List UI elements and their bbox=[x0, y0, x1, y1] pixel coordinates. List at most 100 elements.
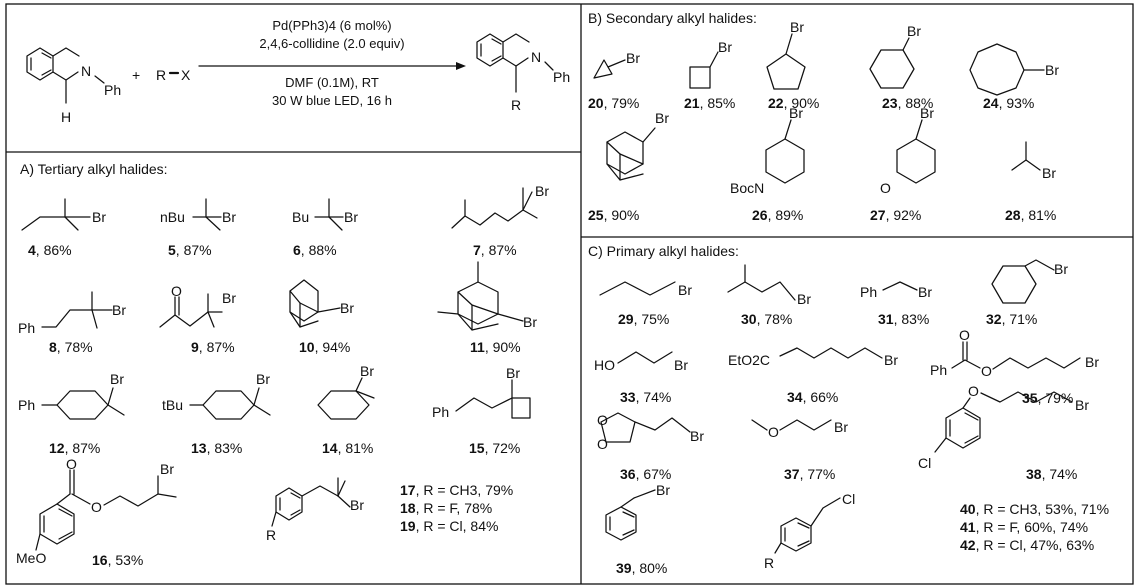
s29-br: Br bbox=[678, 282, 692, 298]
s32-br: Br bbox=[1054, 261, 1068, 277]
s15-ph: Ph bbox=[432, 404, 449, 420]
s6-bu: Bu bbox=[292, 209, 309, 225]
s35-br: Br bbox=[1085, 354, 1099, 370]
reagent-r: R bbox=[156, 67, 166, 83]
compound-label-6: 6, 88% bbox=[293, 242, 337, 258]
s36-o1: O bbox=[597, 412, 608, 428]
s17-r: R bbox=[266, 527, 276, 543]
compound-label-33: 33, 74% bbox=[620, 389, 671, 405]
product-structure: N Ph R bbox=[476, 33, 570, 113]
compound-label-15: 15, 72% bbox=[469, 440, 520, 456]
compound-label-4: 4, 86% bbox=[28, 242, 72, 258]
s22-br: Br bbox=[790, 19, 804, 35]
compound-label-5: 5, 87% bbox=[168, 242, 212, 258]
s23-br: Br bbox=[907, 23, 921, 39]
condition-solvent: DMF (0.1M), RT bbox=[285, 75, 379, 90]
compound-label-9: 9, 87% bbox=[191, 339, 235, 355]
product-atom-ph: Ph bbox=[553, 69, 570, 85]
s16-meo: MeO bbox=[16, 550, 46, 566]
s31-br: Br bbox=[918, 284, 932, 300]
product-atom-n: N bbox=[531, 49, 541, 65]
s38-cl: Cl bbox=[918, 455, 931, 471]
atom-h: H bbox=[61, 109, 71, 125]
s12-ph: Ph bbox=[18, 397, 35, 413]
condition-base: 2,4,6-collidine (2.0 equiv) bbox=[259, 36, 404, 51]
s36-o2: O bbox=[597, 436, 608, 452]
s21-br: Br bbox=[718, 39, 732, 55]
compound-label-34: 34, 66% bbox=[787, 389, 838, 405]
compound-label-16: 16, 53% bbox=[92, 552, 143, 568]
s25-br: Br bbox=[655, 110, 669, 126]
s8-br: Br bbox=[112, 302, 126, 318]
compound-label-39: 39, 80% bbox=[616, 560, 667, 576]
compound-label-14: 14, 81% bbox=[322, 440, 373, 456]
compound-label-31: 31, 83% bbox=[878, 311, 929, 327]
compound-label-21: 21, 85% bbox=[684, 95, 735, 111]
s37-br: Br bbox=[834, 419, 848, 435]
product-atom-r: R bbox=[511, 97, 521, 113]
s5-nbu: nBu bbox=[160, 209, 185, 225]
s9-o: O bbox=[171, 283, 182, 299]
compound-label-41: 41, R = F, 60%, 74% bbox=[960, 519, 1088, 535]
primary-structures: Br Br Ph Br Br HO Br EtO2C Br Ph O O Br … bbox=[594, 259, 1099, 571]
compound-label-30: 30, 78% bbox=[741, 311, 792, 327]
compound-label-26: 26, 89% bbox=[752, 207, 803, 223]
tertiary-structures: Br nBu Br Bu Br Br Ph Br O Br bbox=[16, 183, 549, 566]
compound-label-23: 23, 88% bbox=[882, 95, 933, 111]
compound-label-11: 11, 90% bbox=[470, 339, 521, 355]
compound-label-17: 17, R = CH3, 79% bbox=[400, 482, 513, 498]
s8-ph: Ph bbox=[18, 320, 35, 336]
s27-o: O bbox=[880, 180, 891, 196]
compound-label-22: 22, 90% bbox=[768, 95, 819, 111]
compound-label-18: 18, R = F, 78% bbox=[400, 500, 492, 516]
s31-ph: Ph bbox=[860, 284, 877, 300]
compound-label-37: 37, 77% bbox=[784, 466, 835, 482]
compound-label-36: 36, 67% bbox=[620, 466, 671, 482]
s6-br: Br bbox=[344, 209, 358, 225]
s12-br: Br bbox=[110, 371, 124, 387]
compound-label-29: 29, 75% bbox=[618, 311, 669, 327]
s26-br: Br bbox=[789, 105, 803, 121]
s9-br: Br bbox=[222, 290, 236, 306]
compound-label-13: 13, 83% bbox=[191, 440, 242, 456]
compound-label-28: 28, 81% bbox=[1005, 207, 1056, 223]
compound-label-7: 7, 87% bbox=[473, 242, 517, 258]
s10-br: Br bbox=[340, 300, 354, 316]
section-secondary-title: B) Secondary alkyl halides: bbox=[588, 10, 757, 26]
plus-sign: + bbox=[132, 67, 140, 83]
section-tertiary-title: A) Tertiary alkyl halides: bbox=[20, 161, 168, 177]
starting-material-structure: N Ph H bbox=[26, 47, 121, 125]
s13-tbu: tBu bbox=[162, 397, 183, 413]
compound-label-12: 12, 87% bbox=[49, 440, 100, 456]
s13-br: Br bbox=[256, 371, 270, 387]
s34-eto2c: EtO2C bbox=[728, 352, 770, 368]
s24-br: Br bbox=[1045, 62, 1059, 78]
s26-bocn: BocN bbox=[730, 180, 764, 196]
compound-label-10: 10, 94% bbox=[299, 339, 350, 355]
s35-o2: O bbox=[981, 363, 992, 379]
secondary-structures: Br Br Br Br Br Br Br BocN Br O bbox=[593, 19, 1059, 196]
atom-n: N bbox=[81, 63, 91, 79]
compound-label-8: 8, 78% bbox=[49, 339, 93, 355]
s37-o: O bbox=[768, 424, 779, 440]
s17-br: Br bbox=[350, 497, 364, 513]
s14-br: Br bbox=[360, 363, 374, 379]
compound-label-35: 35, 79% bbox=[1022, 390, 1073, 406]
s33-br: Br bbox=[674, 357, 688, 373]
compound-label-38: 38, 74% bbox=[1026, 466, 1077, 482]
compound-labels: 4, 86% 5, 87% 6, 88% 7, 87% 8, 78% 9, 87% 10, … bbox=[28, 95, 1109, 576]
s33-ho: HO bbox=[594, 357, 615, 373]
outer-frame bbox=[5, 3, 1134, 585]
compound-label-40: 40, R = CH3, 53%, 71% bbox=[960, 501, 1109, 517]
s11-br: Br bbox=[523, 314, 537, 330]
atom-ph: Ph bbox=[104, 82, 121, 98]
s16-o1: O bbox=[66, 456, 77, 472]
s40-r: R bbox=[764, 555, 774, 571]
reagent-x: X bbox=[181, 67, 191, 83]
s4-br: Br bbox=[92, 209, 106, 225]
condition-catalyst: Pd(PPh3)4 (6 mol%) bbox=[272, 18, 391, 33]
s28-br: Br bbox=[1042, 165, 1056, 181]
s38-br: Br bbox=[1075, 397, 1089, 413]
s27-br: Br bbox=[920, 105, 934, 121]
